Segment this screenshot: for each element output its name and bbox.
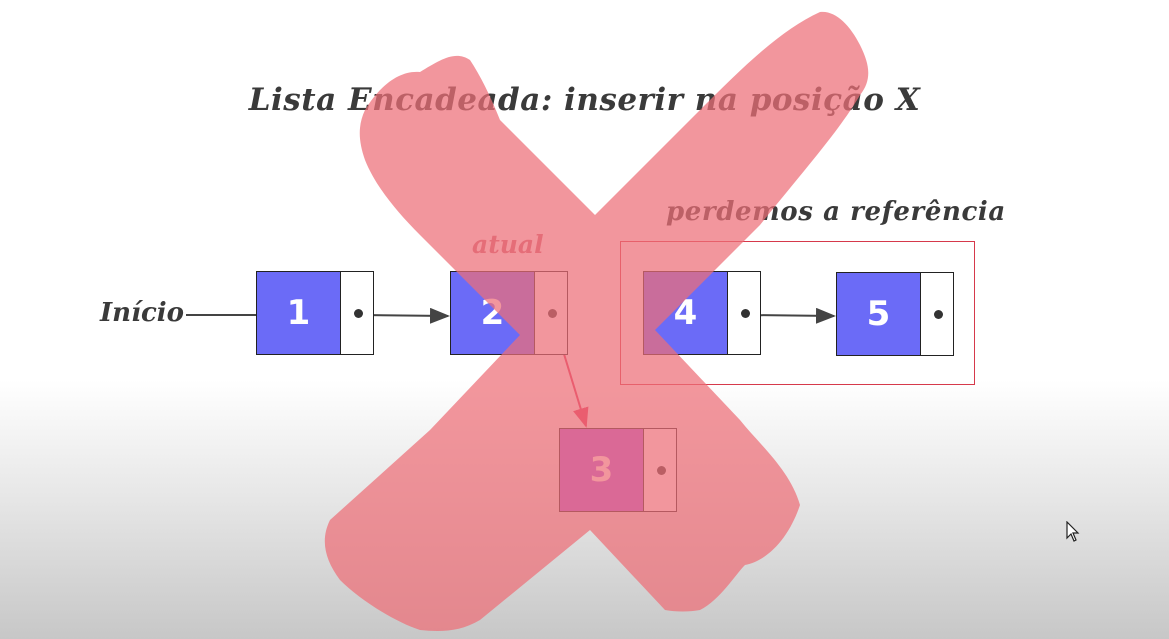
node-pointer [341,272,375,354]
pointer-dot-icon [353,308,363,318]
node-value: 1 [257,272,341,354]
pointer-dot-icon [933,309,943,319]
arrow-1-to-2 [359,307,450,324]
start-label: Início [100,298,184,328]
node-pointer [728,272,762,354]
pointer-dot-icon [740,308,750,318]
node-pointer [921,273,955,355]
list-node-5: 5 [836,272,954,356]
mouse-cursor-icon [1066,521,1080,542]
list-node-1: 1 [256,271,374,355]
node-value: 5 [837,273,921,355]
